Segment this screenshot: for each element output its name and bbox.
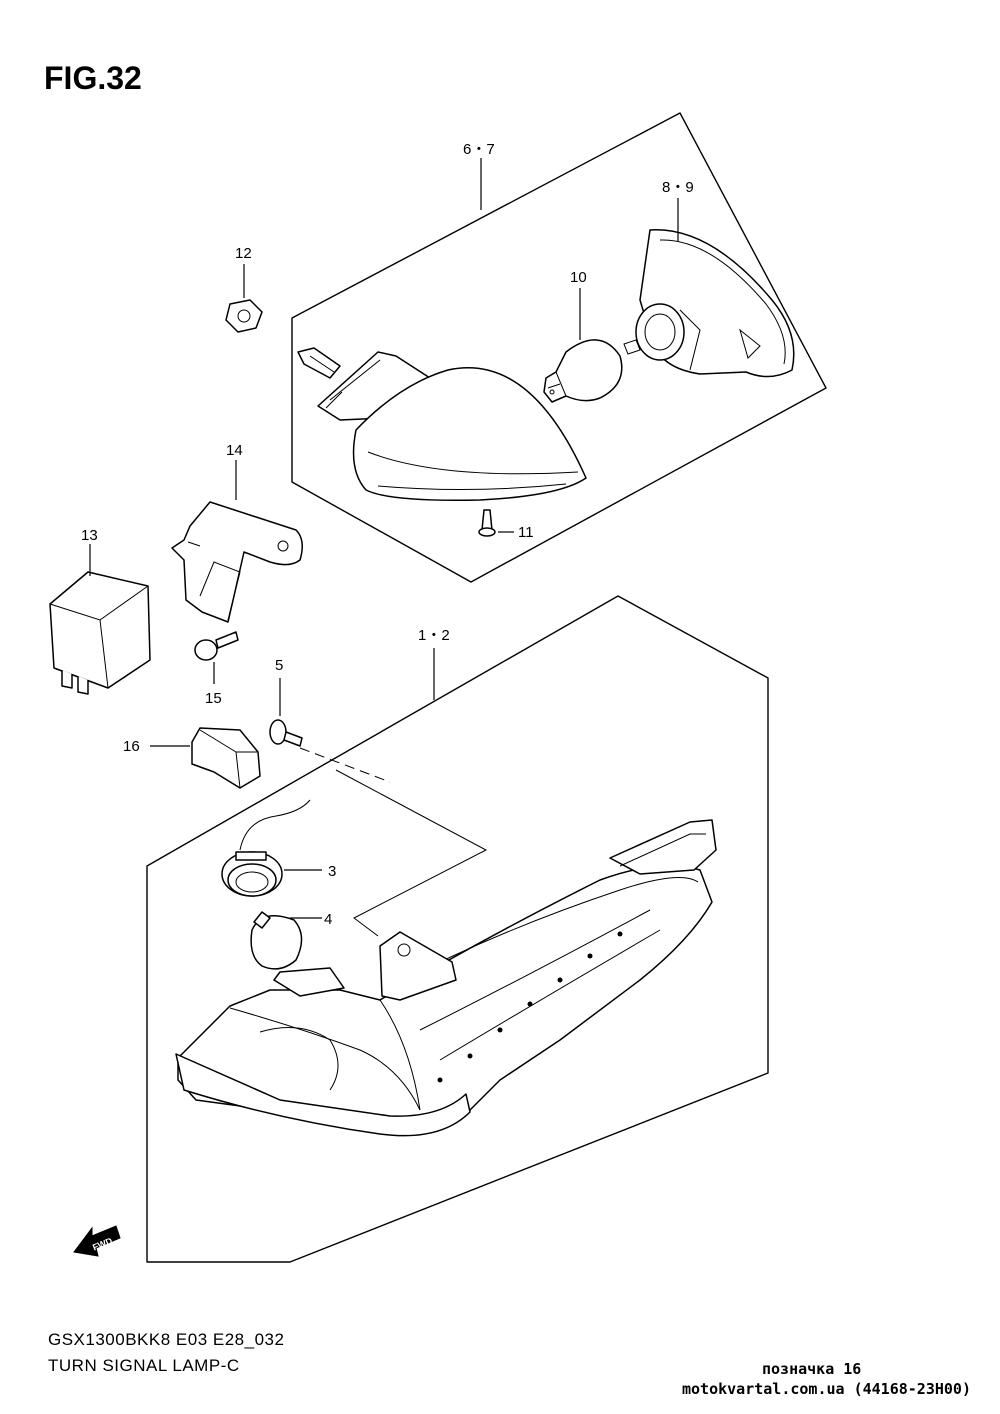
upper-turn-signal-lamp (297, 347, 587, 502)
bulb-upper (543, 339, 623, 403)
lens-base-upper (623, 229, 795, 378)
screw-11 (478, 509, 496, 537)
relay-13 (49, 571, 151, 695)
bracket-14 (171, 501, 303, 623)
screw-5 (269, 719, 303, 747)
assembly-line-lamp (335, 769, 488, 937)
callout-6-7: 6・7 (463, 141, 495, 158)
part-name: TURN SIGNAL LAMP-C (48, 1356, 240, 1375)
upper-assembly-frame (291, 112, 827, 583)
bulb-4 (250, 911, 303, 970)
callout-13: 13 (81, 527, 98, 544)
callout-11: 11 (518, 524, 534, 541)
lower-assembly-frame (146, 595, 769, 1263)
callout-16: 16 (123, 738, 140, 755)
assembly-line-5 (299, 747, 391, 783)
callout-12: 12 (235, 245, 252, 262)
callout-4: 4 (324, 911, 332, 928)
figure-title: FIG.32 (44, 60, 142, 96)
callout-5: 5 (275, 657, 283, 674)
callout-3: 3 (328, 863, 336, 880)
callout-8-9: 8・9 (662, 179, 694, 196)
site-label: motokvartal.com.ua (44168-23H00) (682, 1380, 971, 1398)
callout-14: 14 (226, 442, 243, 459)
cushion-16 (191, 727, 261, 789)
callout-15: 15 (205, 690, 222, 707)
callout-1-2: 1・2 (418, 627, 450, 644)
screw-15 (194, 631, 239, 661)
forward-arrow-icon: FWD (73, 1225, 121, 1257)
mark-label: позначка 16 (762, 1360, 862, 1378)
lower-turn-signal-lamp (175, 819, 717, 1137)
callout-10: 10 (570, 269, 587, 286)
nut-12 (225, 299, 263, 333)
model-code: GSX1300BKK8 E03 E28_032 (48, 1330, 285, 1349)
socket-3 (221, 799, 311, 897)
